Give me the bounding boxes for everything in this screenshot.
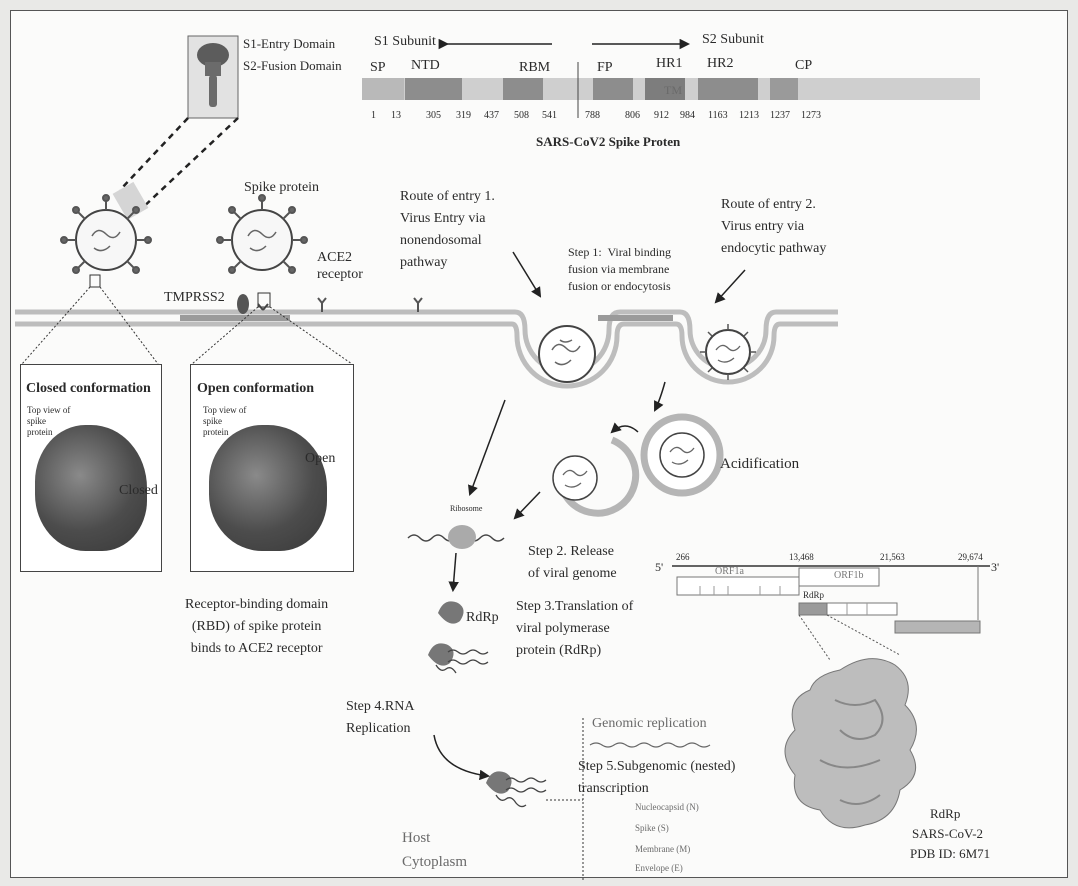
closed-panel-title: Closed conformation — [26, 381, 151, 398]
genomic-replication-label: Genomic replication — [592, 716, 707, 733]
genome-rdrp-label: RdRp — [803, 590, 824, 601]
pos-912: 912 — [654, 110, 669, 122]
acidified-endosome — [644, 417, 720, 493]
pos-541: 541 — [542, 110, 557, 122]
subgenomic-s: Spike (S) — [635, 823, 669, 834]
legend-s1: S1-Entry Domain — [243, 36, 335, 52]
step5-label: Step 5.Subgenomic (nested) transcription — [578, 756, 735, 800]
subgenomic-n: Nucleocapsid (N) — [635, 802, 699, 813]
closed-conformation-panel: Closed conformation Top view of spike pr… — [20, 364, 162, 572]
genome-3prime: 3' — [991, 560, 999, 574]
genome-map — [672, 566, 990, 660]
acidification-label: Acidification — [720, 455, 799, 473]
domain-ntd: NTD — [411, 58, 440, 75]
coord-13468: 13,468 — [789, 552, 814, 563]
ace2-label: ACE2 receptor — [317, 250, 363, 284]
subgenomic-m: Membrane (M) — [635, 844, 690, 855]
pos-788: 788 — [585, 110, 600, 122]
step4-label: Step 4.RNA Replication — [346, 696, 414, 740]
pos-1237: 1237 — [770, 110, 790, 122]
pos-1: 1 — [371, 110, 376, 122]
coord-266: 266 — [676, 552, 690, 563]
rbd-caption: Receptor-binding domain (RBD) of spike p… — [185, 594, 328, 660]
s1-subunit-label: S1 Subunit — [374, 34, 436, 51]
route2-label: Route of entry 2. Virus entry via endocy… — [721, 194, 826, 260]
virus-particle-left — [61, 195, 151, 287]
coord-29674: 29,674 — [958, 552, 983, 563]
open-state-label: Open — [305, 451, 335, 468]
step1-label: Step 1: Viral binding fusion via membran… — [568, 244, 671, 295]
legend-s2: S2-Fusion Domain — [243, 58, 342, 74]
virus-particle-spike — [217, 195, 307, 307]
domain-tm: TM — [664, 83, 682, 97]
structure-pdb: PDB ID: 6M71 — [910, 846, 990, 862]
rdrp-label: RdRp — [466, 610, 499, 627]
domain-cp: CP — [795, 58, 812, 75]
open-panel-title: Open conformation — [197, 381, 314, 398]
domain-fp: FP — [597, 60, 613, 77]
route1-label: Route of entry 1. Virus Entry via nonend… — [400, 186, 495, 274]
rdrp-structure — [785, 659, 916, 828]
s2-subunit-label: S2 Subunit — [702, 32, 764, 49]
coord-21563: 21,563 — [880, 552, 905, 563]
domain-sp: SP — [370, 60, 386, 77]
pos-13: 13 — [391, 110, 401, 122]
pos-437: 437 — [484, 110, 499, 122]
pos-305: 305 — [426, 110, 441, 122]
spike-glyph-inset — [113, 36, 238, 220]
domain-rbm: RBM — [519, 60, 550, 77]
host-cytoplasm-label: Host Cytoplasm — [402, 826, 467, 874]
pos-806: 806 — [625, 110, 640, 122]
spike-protein-label: Spike protein — [244, 180, 319, 197]
open-conformation-panel: Open conformation Top view of spike prot… — [190, 364, 354, 572]
pos-984: 984 — [680, 110, 695, 122]
pos-319: 319 — [456, 110, 471, 122]
rdrp-replicating — [486, 771, 546, 806]
domain-hr1: HR1 — [656, 56, 682, 73]
closed-state-label: Closed — [119, 483, 158, 500]
genome-release-vesicle — [553, 440, 636, 513]
pos-1213: 1213 — [739, 110, 759, 122]
genome-5prime: 5' — [655, 560, 663, 574]
tmprss2-label: TMPRSS2 — [164, 290, 225, 307]
pos-1273: 1273 — [801, 110, 821, 122]
spike-map-caption: SARS-CoV2 Spike Proten — [536, 134, 680, 150]
ribosome-label: Ribosome — [450, 504, 482, 514]
step3-label: Step 3.Translation of viral polymerase p… — [516, 596, 633, 662]
rdrp-molecule — [438, 601, 464, 623]
rdrp-translating — [428, 643, 488, 673]
fusing-virus — [539, 326, 595, 382]
structure-name: RdRp — [930, 806, 960, 822]
step2-label: Step 2. Release of viral genome — [528, 541, 617, 585]
open-spike-structure — [209, 425, 327, 551]
pos-1163: 1163 — [708, 110, 728, 122]
domain-hr2: HR2 — [707, 56, 733, 73]
structure-virus: SARS-CoV-2 — [912, 826, 983, 842]
tmprss2-protease-icon — [237, 294, 249, 314]
pos-508: 508 — [514, 110, 529, 122]
subgenomic-e: Envelope (E) — [635, 863, 683, 874]
orf1a-label: ORF1a — [715, 566, 744, 577]
endocytosed-virus — [700, 324, 756, 380]
orf1b-label: ORF1b — [834, 570, 863, 581]
ribosome — [408, 525, 504, 549]
